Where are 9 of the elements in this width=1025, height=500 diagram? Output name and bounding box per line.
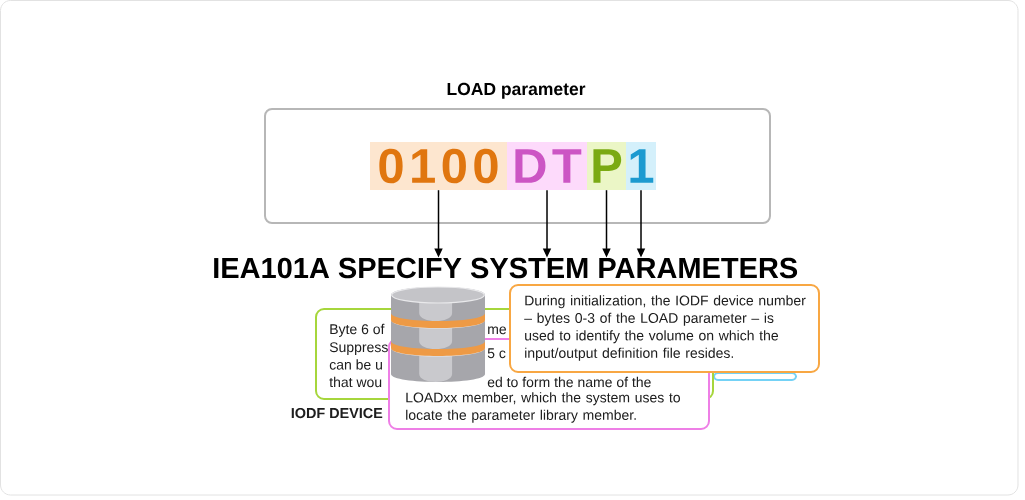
byte-field: P xyxy=(587,142,626,190)
heading: IEA101A SPECIFY SYSTEM PARAMETERS xyxy=(214,257,798,279)
byte-field: 0100 xyxy=(370,142,507,190)
note-box: During initialization, the IODF device number – bytes 0-3 of the LOAD parameter – is used to identify the volume on which the input/output definition file resides. xyxy=(509,284,820,373)
byte-field: 1 xyxy=(626,142,656,190)
caption: IODF DEVICE xyxy=(291,407,383,419)
node-label: LOAD parameter xyxy=(447,82,586,99)
byte-field: DT xyxy=(507,142,587,190)
database-icon xyxy=(391,286,485,382)
